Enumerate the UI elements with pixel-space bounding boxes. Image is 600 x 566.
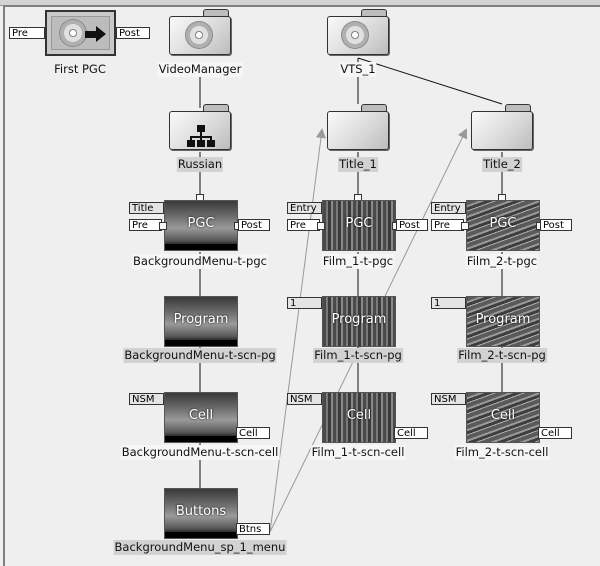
film2-pgc-thumb-text: PGC [489,216,517,231]
film1-cell-node[interactable]: Cell [322,392,396,443]
title-1-label: Title_1 [338,157,378,172]
film1-cell-cell-port[interactable]: Cell [394,427,428,439]
video-manager-label: VideoManager [157,62,243,77]
bg-pg-label: BackgroundMenu-t-scn-pg [123,348,277,363]
disc-icon [185,21,213,49]
bg-cell-cell-port[interactable]: Cell [236,427,270,439]
film2-pgc-entry-port[interactable]: Entry [431,202,466,214]
button-link-title1 [269,128,326,533]
bg-pgc-pre-port[interactable]: Pre [129,219,162,231]
film2-pg-thumb-text: Program [475,312,531,327]
bg-cell-nsm-port[interactable]: NSM [129,393,164,405]
first-pgc-pre-port[interactable]: Pre [9,27,45,39]
bg-cell-label: BackgroundMenu-t-scn-cell [120,445,280,460]
bg-pgc-node[interactable]: PGC [164,200,238,251]
bg-menu-node[interactable]: Buttons [164,488,238,539]
connector[interactable] [159,222,167,230]
film1-cell-nsm-port[interactable]: NSM [287,393,322,405]
hierarchy-icon [187,125,215,147]
disc-icon [341,21,369,49]
title-2-label: Title_2 [482,157,522,172]
film1-pg-label: Film_1-t-scn-pg [313,348,403,363]
first-pgc-label: First PGC [54,62,106,76]
film2-pgc-post-port[interactable]: Post [540,219,572,231]
film2-cell-node[interactable]: Cell [466,392,540,443]
film2-cell-label: Film_2-t-scn-cell [454,445,550,460]
film2-cell-nsm-port[interactable]: NSM [431,393,466,405]
film2-cell-cell-port[interactable]: Cell [538,427,572,439]
film1-pgc-entry-port[interactable]: Entry [287,202,322,214]
film1-cell-label: Film_1-t-scn-cell [310,445,406,460]
title-1-node[interactable] [327,104,389,150]
connector[interactable] [317,222,325,230]
video-manager-node[interactable] [169,9,231,55]
bg-cell-node[interactable]: Cell [164,392,238,443]
film1-pg-thumb-text: Program [331,312,387,327]
first-pgc-node[interactable] [45,10,116,56]
title-2-node[interactable] [471,104,533,150]
bg-pgc-post-port[interactable]: Post [238,219,270,231]
film1-pgc-post-port[interactable]: Post [396,219,428,231]
film2-pgc-label: Film_2-t-pgc [465,254,539,269]
vts-1-label: VTS_1 [339,62,377,77]
russian-node[interactable] [169,104,231,150]
film1-cell-thumb-text: Cell [346,408,372,423]
connector[interactable] [461,222,469,230]
bg-pgc-title-port[interactable]: Title [129,202,164,214]
film1-pg-number-port[interactable]: 1 [287,297,322,309]
link-vts-title2 [357,57,503,105]
bg-pg-node[interactable]: Program [164,296,238,347]
film2-pgc-node[interactable]: PGC [466,200,540,251]
film1-pg-node[interactable]: Program [322,296,396,347]
film2-pgc-pre-port[interactable]: Pre [431,219,464,231]
bg-menu-thumb-text: Buttons [175,504,227,519]
bg-pg-thumb-text: Program [173,312,229,327]
film2-pg-number-port[interactable]: 1 [431,297,466,309]
disc-icon [59,19,87,47]
film2-pg-label: Film_2-t-scn-pg [457,348,547,363]
russian-label: Russian [176,157,224,172]
film1-pgc-pre-port[interactable]: Pre [287,219,320,231]
film1-pgc-node[interactable]: PGC [322,200,396,251]
bg-menu-btns-port[interactable]: Btns [236,523,270,535]
film2-cell-thumb-text: Cell [490,408,516,423]
bg-cell-thumb-text: Cell [188,408,214,423]
film1-pgc-label: Film_1-t-pgc [321,254,395,269]
bg-pgc-label: BackgroundMenu-t-pgc [132,254,268,269]
film1-pgc-thumb-text: PGC [345,216,373,231]
film2-pg-node[interactable]: Program [466,296,540,347]
vts-1-node[interactable] [327,9,389,55]
first-pgc-post-port[interactable]: Post [116,27,150,39]
bg-pgc-thumb-text: PGC [187,216,215,231]
bg-menu-label: BackgroundMenu_sp_1_menu [113,540,287,555]
